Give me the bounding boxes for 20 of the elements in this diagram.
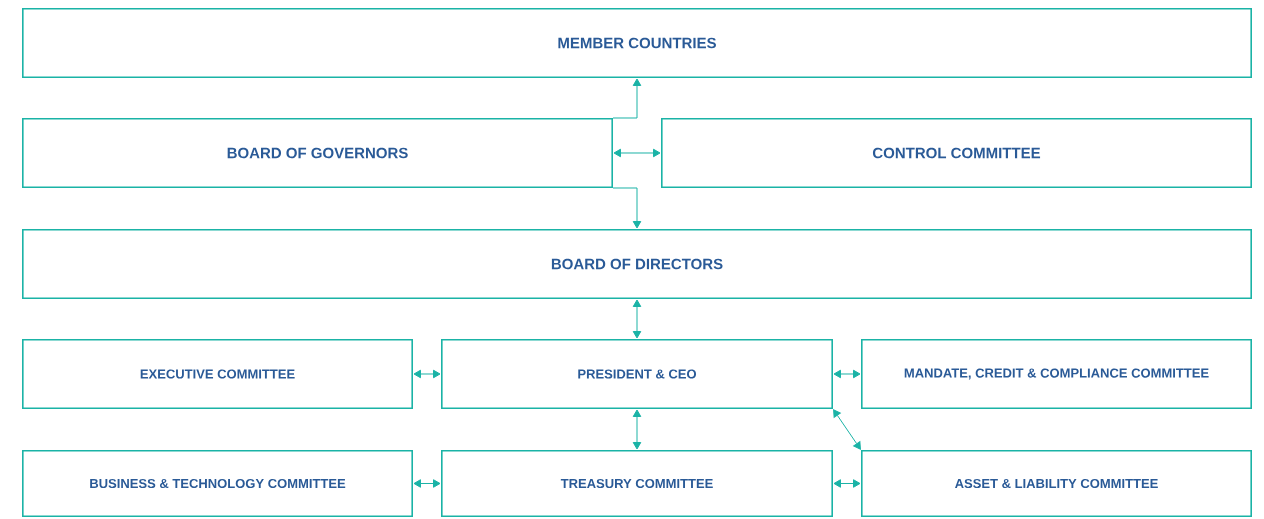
- arrow: [632, 409, 642, 450]
- org-box: BOARD OF GOVERNORS: [22, 118, 613, 188]
- arrow: [833, 369, 861, 379]
- org-box: MANDATE, CREDIT & COMPLIANCE COMMITTEE: [861, 339, 1252, 409]
- org-box: EXECUTIVE COMMITTEE: [22, 339, 413, 409]
- org-box: TREASURY COMMITTEE: [441, 450, 833, 517]
- org-box: CONTROL COMMITTEE: [661, 118, 1252, 188]
- org-box: PRESIDENT & CEO: [441, 339, 833, 409]
- org-box: ASSET & LIABILITY COMMITTEE: [861, 450, 1252, 517]
- org-box: BUSINESS & TECHNOLOGY COMMITTEE: [22, 450, 413, 517]
- org-box: BOARD OF DIRECTORS: [22, 229, 1252, 299]
- arrow: [632, 299, 642, 339]
- arrow: [613, 148, 661, 158]
- arrow: [833, 409, 861, 450]
- arrow: [413, 479, 441, 488]
- arrow: [612, 78, 642, 119]
- arrow: [833, 479, 861, 488]
- org-box: MEMBER COUNTRIES: [22, 8, 1252, 78]
- arrow: [413, 369, 441, 379]
- arrow: [612, 187, 642, 229]
